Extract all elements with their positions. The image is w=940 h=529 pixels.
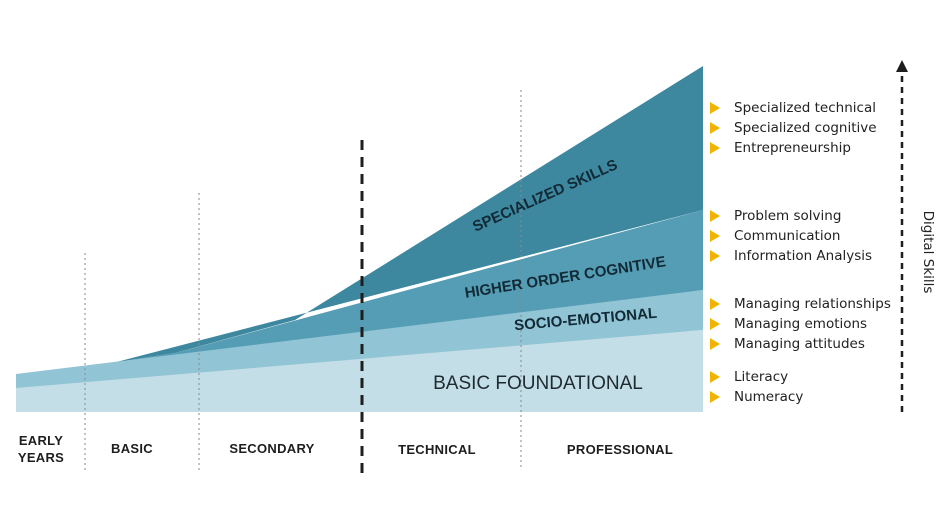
specialized-skills-layer <box>16 66 703 388</box>
bullet-triangle-icon <box>710 298 720 310</box>
skill-item-label: Problem solving <box>734 208 842 224</box>
stage-label-professional-text: PROFESSIONAL <box>566 442 674 457</box>
stage-label-secondary: SECONDARY <box>211 440 333 457</box>
list-item: Information Analysis <box>710 246 872 266</box>
list-item: Managing emotions <box>710 314 891 334</box>
skill-item-label: Numeracy <box>734 389 804 405</box>
skill-item-label: Specialized technical <box>734 100 876 116</box>
bullet-triangle-icon <box>710 142 720 154</box>
digital-skills-label: Digital Skills <box>920 210 936 294</box>
skill-group-higher-order: Problem solving Communication Informatio… <box>710 206 872 266</box>
skill-item-label: Managing emotions <box>734 316 868 332</box>
list-item: Entrepreneurship <box>710 138 877 158</box>
list-item: Managing attitudes <box>710 334 891 354</box>
bullet-triangle-icon <box>710 210 720 222</box>
bullet-triangle-icon <box>710 250 720 262</box>
list-item: Problem solving <box>710 206 872 226</box>
bullet-triangle-icon <box>710 318 720 330</box>
skill-item-label: Specialized cognitive <box>734 120 877 136</box>
skill-group-specialized: Specialized technical Specialized cognit… <box>710 98 877 158</box>
skill-item-label: Information Analysis <box>734 248 873 264</box>
bullet-triangle-icon <box>710 338 720 350</box>
skill-item-label: Communication <box>734 228 841 244</box>
stage-label-secondary-text: SECONDARY <box>229 441 315 456</box>
list-item: Numeracy <box>710 387 803 407</box>
stage-label-technical: TECHNICAL <box>377 441 497 458</box>
layer-label-basic-foundational: BASIC FOUNDATIONAL <box>433 373 643 394</box>
list-item: Specialized cognitive <box>710 118 877 138</box>
list-item: Communication <box>710 226 872 246</box>
digital-skills-arrowhead <box>896 60 908 72</box>
bullet-triangle-icon <box>710 230 720 242</box>
list-item: Literacy <box>710 367 803 387</box>
bullet-triangle-icon <box>710 371 720 383</box>
stage-label-professional: PROFESSIONAL <box>550 441 690 458</box>
skill-item-label: Entrepreneurship <box>734 140 851 156</box>
socio-emotional-layer <box>16 290 703 392</box>
skill-item-label: Literacy <box>734 369 789 385</box>
list-item: Specialized technical <box>710 98 877 118</box>
bullet-triangle-icon <box>710 391 720 403</box>
bullet-triangle-icon <box>710 102 720 114</box>
stage-label-basic-text: BASIC <box>111 441 153 456</box>
stage-label-technical-text: TECHNICAL <box>398 442 476 457</box>
stage-label-early-years: EARLY YEARS <box>8 432 74 466</box>
list-item: Managing relationships <box>710 294 891 314</box>
basic-foundational-layer <box>16 330 703 412</box>
skill-item-label: Managing relationships <box>734 296 891 312</box>
stage-label-early-line1: EARLY <box>18 433 64 448</box>
skill-item-label: Managing attitudes <box>734 336 865 352</box>
bullet-triangle-icon <box>710 122 720 134</box>
skill-group-socio-emotional: Managing relationships Managing emotions… <box>710 294 891 354</box>
stage-label-early-line2: YEARS <box>17 450 65 465</box>
skill-group-basic-foundational: Literacy Numeracy <box>710 367 803 407</box>
stage-label-basic: BASIC <box>96 440 168 457</box>
